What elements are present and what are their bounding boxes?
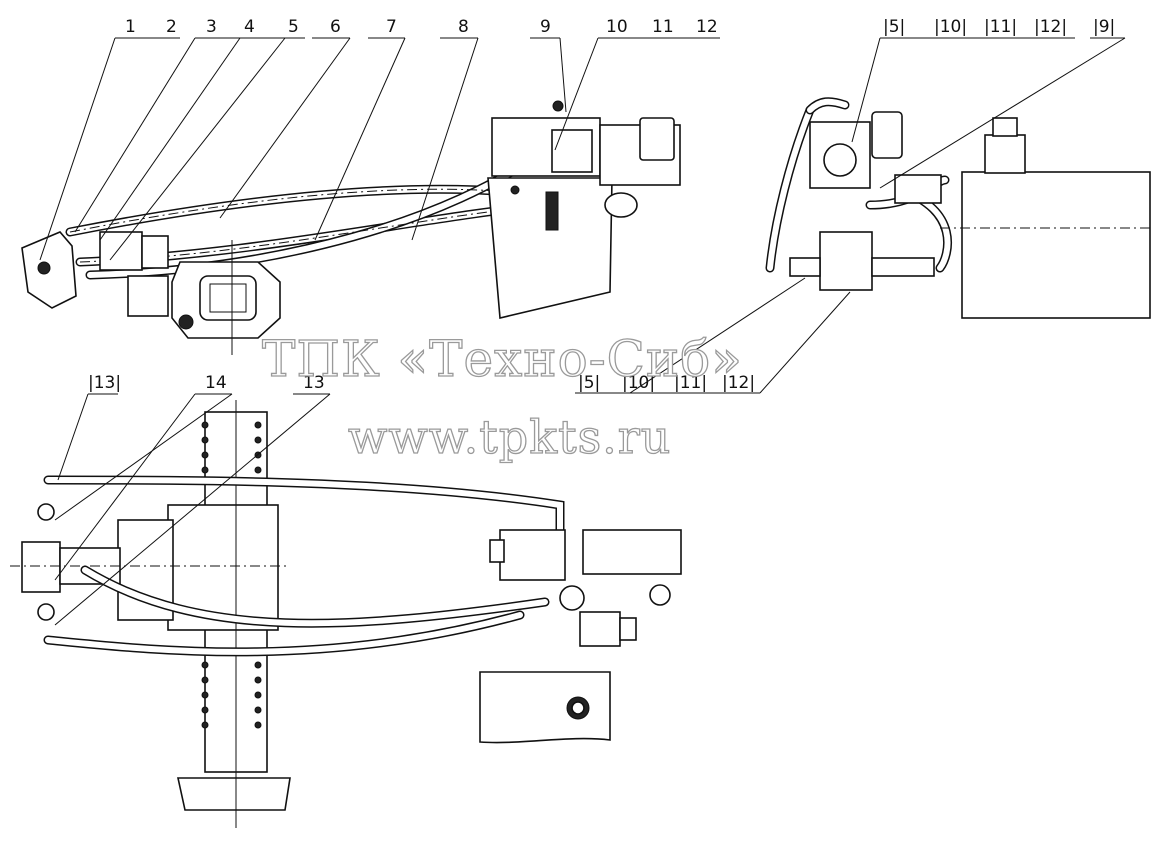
callout-tr-12: |12|: [1034, 17, 1067, 37]
callout-8: 8: [458, 17, 469, 37]
callout-5: 5: [288, 17, 299, 37]
callout-mr-11: |11|: [674, 373, 707, 393]
callout-11: 11: [652, 17, 674, 37]
bracket-bolt: [37, 261, 51, 275]
valve-block-b: [141, 235, 169, 269]
hydraulic-tank-left: [487, 100, 681, 319]
callout-leaders-bottom: [54, 393, 331, 626]
bottom-view: [10, 393, 682, 828]
hydraulic-tank-right: [961, 171, 1151, 319]
callout-mr-10: |10|: [622, 373, 655, 393]
top-left-view: [21, 37, 720, 355]
gearbox-housing: [171, 240, 281, 355]
watermark-company: ТПК «Техно-Сиб»: [262, 330, 743, 388]
callout-7: 7: [386, 17, 397, 37]
callout-6: 6: [330, 17, 341, 37]
callout-3: 3: [206, 17, 217, 37]
column-bolts: [201, 421, 262, 729]
callout-b-13: 13: [303, 373, 325, 393]
watermark: ТПК «Техно-Сиб» www.tpkts.ru: [261, 329, 743, 464]
valve-block-a: [99, 231, 143, 271]
filter-block-right: [819, 231, 873, 291]
callout-mr-5: |5|: [578, 373, 600, 393]
watermark-url: www.tpkts.ru: [348, 410, 671, 464]
callout-tr-11: |11|: [984, 17, 1017, 37]
callout-10: 10: [606, 17, 628, 37]
callout-12: 12: [696, 17, 718, 37]
callout-b-13-boxed: |13|: [88, 373, 121, 393]
callout-labels: 1 2 3 4 5 6 7 8 9 10 11 12 |5| |10| |11|…: [88, 17, 1115, 393]
callout-2: 2: [166, 17, 177, 37]
callout-tr-10: |10|: [934, 17, 967, 37]
callout-b-14: 14: [205, 373, 227, 393]
callout-4: 4: [244, 17, 255, 37]
valve-block-c: [127, 275, 169, 317]
valve-block-bottom: [499, 529, 566, 581]
top-right-view: [575, 37, 1151, 394]
callout-leaders-top-left: [39, 37, 720, 261]
callout-tr-5: |5|: [883, 17, 905, 37]
hydraulic-cylinder: [21, 541, 61, 593]
callout-tr-9: |9|: [1093, 17, 1115, 37]
callout-1: 1: [125, 17, 136, 37]
callout-mr-12: |12|: [722, 373, 755, 393]
callout-9: 9: [540, 17, 551, 37]
callout-leaders-top-right: [575, 37, 1126, 394]
